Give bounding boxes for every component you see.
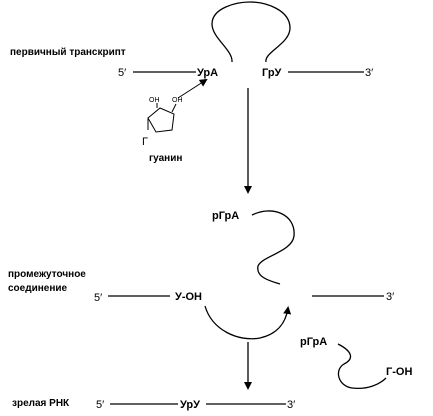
five-prime-end-top: 5′ — [118, 67, 126, 79]
sequence-g-oh: Г-ОН — [386, 366, 412, 378]
sequence-gru-top: ГрУ — [262, 67, 282, 79]
five-prime-end-bottom: 5′ — [96, 399, 104, 411]
hydroxyl-label-left: OH — [149, 97, 160, 104]
guanine-label: гуанин — [149, 153, 182, 164]
sequence-rgra-free: рГрА — [300, 336, 327, 348]
intron-loop-top — [211, 1, 291, 63]
intermediate-label-line2: соединение — [8, 283, 68, 294]
sequence-uru: УрУ — [180, 399, 200, 411]
ribose-ring — [147, 107, 175, 133]
three-prime-end-top: 3′ — [365, 67, 373, 79]
three-prime-end-bottom: 3′ — [287, 399, 295, 411]
three-prime-end-middle: 3′ — [386, 291, 394, 303]
hydroxyl-label-right: OH — [172, 97, 183, 104]
intron-lariat-middle — [251, 210, 295, 285]
five-prime-end-middle: 5′ — [94, 292, 102, 304]
sequence-rgra-intermediate: рГрА — [212, 210, 239, 222]
mature-rna-label: зрелая РНК — [12, 398, 70, 409]
sequence-u-oh: У-ОН — [175, 291, 202, 303]
excised-intron-loop — [337, 343, 387, 390]
ribose-bond-oh-right — [171, 103, 177, 113]
ligation-curve-arrow — [204, 305, 292, 340]
intermediate-label-line1: промежуточное — [8, 269, 86, 280]
sequence-ura: УрА — [197, 67, 218, 79]
primary-transcript-label: первичный транскрипт — [10, 47, 126, 58]
guanine-base-letter: Г — [142, 136, 148, 148]
guanine-attack-arrow — [177, 78, 208, 99]
guanine-nucleoside: OH OH Г — [142, 97, 183, 148]
